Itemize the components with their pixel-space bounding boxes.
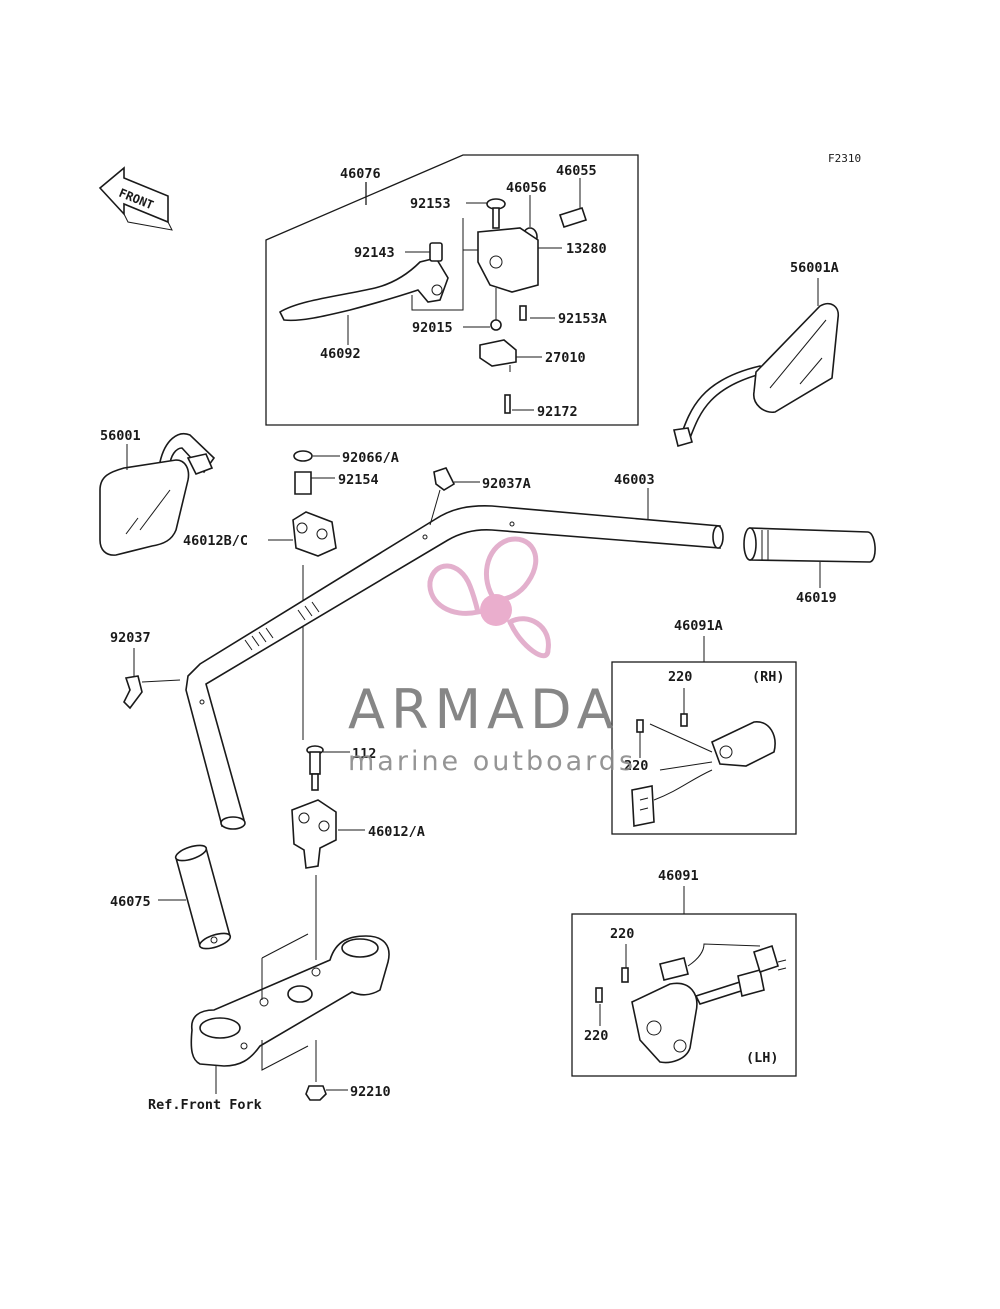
label-112: 112 [352, 746, 376, 762]
figure-code: F2310 [828, 152, 861, 165]
label-46003: 46003 [614, 472, 655, 488]
label-92210: 92210 [350, 1084, 391, 1100]
label-92037: 92037 [110, 630, 151, 646]
mirror-56001a: 56001A [673, 260, 840, 447]
label-92066a: 92066/A [342, 450, 399, 466]
label-46076: 46076 [340, 166, 381, 182]
label-92015: 92015 [412, 320, 453, 336]
plug-92037: 92037 [110, 630, 181, 710]
upper-fork-bracket: Ref.Front Fork [148, 933, 390, 1113]
label-56001a: 56001A [790, 260, 839, 276]
front-arrow-icon: FRONT [98, 166, 173, 231]
label-92037a: 92037A [482, 476, 531, 492]
label-lh: (LH) [746, 1050, 779, 1066]
lever-assembly-box: 46076 [265, 154, 639, 426]
grip-46019: 46019 [743, 527, 876, 606]
label-220-rh-bottom: 220 [624, 758, 648, 774]
nut-92015: 92015 [412, 288, 502, 336]
label-46091a: 46091A [674, 618, 723, 634]
bolt-112: 112 [306, 745, 376, 791]
label-ref-front-fork: Ref.Front Fork [148, 1097, 262, 1113]
label-46092: 46092 [320, 346, 361, 362]
label-220-lh-top: 220 [610, 926, 634, 942]
label-92153a: 92153A [558, 311, 607, 327]
label-46012bc: 46012B/C [183, 533, 248, 549]
label-92153: 92153 [410, 196, 451, 212]
label-13280: 13280 [566, 241, 607, 257]
bolt-46055: 46055 [556, 163, 597, 229]
bolt-92154: 92154 [294, 471, 379, 495]
screw-92153a: 92153A [519, 305, 607, 327]
lower-holder-46012a: 46012/A [291, 799, 425, 869]
plug-92037a: 92037A [429, 467, 531, 526]
label-27010: 27010 [545, 350, 586, 366]
watermark-logo: ARMADA marine outboards [348, 536, 636, 777]
lever-holder-13280: 13280 [477, 227, 607, 293]
watermark-title: ARMADA [348, 678, 620, 741]
label-46055: 46055 [556, 163, 597, 179]
label-92143: 92143 [354, 245, 395, 261]
upper-holder-46012bc: 46012B/C [183, 511, 337, 557]
label-46056: 46056 [506, 180, 547, 196]
clutch-lever: 46092 [278, 257, 449, 362]
label-46019: 46019 [796, 590, 837, 606]
nut-92210: 92210 [305, 1084, 391, 1101]
screw-92172: 92172 [504, 394, 578, 420]
rh-switch-box: 46091A (RH) 220 220 [611, 618, 797, 835]
label-rh: (RH) [752, 669, 785, 685]
collar-92143: 92143 [354, 242, 443, 262]
propeller-icon [427, 536, 551, 659]
label-56001: 56001 [100, 428, 141, 444]
grip-46075: 46075 [110, 844, 232, 950]
cap-92066a: 92066/A [293, 450, 399, 466]
label-46012a: 46012/A [368, 824, 425, 840]
watermark-subtitle: marine outboards [348, 746, 636, 777]
label-92154: 92154 [338, 472, 379, 488]
label-46075: 46075 [110, 894, 151, 910]
switch-27010: 27010 [479, 339, 586, 372]
label-220-lh-bottom: 220 [584, 1028, 608, 1044]
label-220-rh-top: 220 [668, 669, 692, 685]
label-92172: 92172 [537, 404, 578, 420]
bolt-92153: 92153 [410, 196, 506, 229]
mirror-56001: 56001 [99, 428, 216, 556]
handlebar-46003: 46003 [185, 472, 724, 830]
label-46091: 46091 [658, 868, 699, 884]
lh-switch-box: 46091 220 220 (LH) [571, 868, 797, 1077]
